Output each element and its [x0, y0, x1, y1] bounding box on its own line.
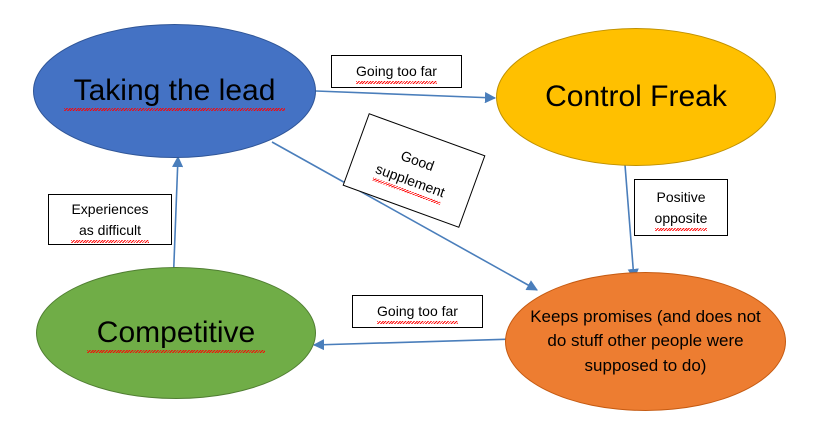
node-label-keeps-promises: Keeps promises (and does not do stuff ot…	[530, 306, 761, 375]
edge-label-experiences-as-difficult[interactable]: Experiences as difficult	[48, 194, 172, 245]
node-competitive[interactable]: Competitive	[36, 267, 316, 399]
edge-label-text: Going too far	[356, 61, 437, 84]
edge-label-going-too-far-bottom[interactable]: Going too far	[352, 295, 483, 328]
edge-label-text: Experiences as difficult	[71, 199, 149, 243]
edge-label-good-supplement[interactable]: Good supplement	[342, 113, 486, 228]
node-label-competitive: Competitive	[86, 315, 266, 354]
edge-label-positive-opposite[interactable]: Positive opposite	[634, 179, 728, 236]
node-control-freak[interactable]: Control Freak	[496, 28, 776, 166]
node-taking-the-lead[interactable]: Taking the lead	[33, 24, 316, 158]
edge-label-text: Going too far	[377, 301, 458, 324]
node-label-control-freak: Control Freak	[545, 80, 727, 114]
node-keeps-promises[interactable]: Keeps promises (and does not do stuff ot…	[505, 272, 786, 411]
edge-freak-to-keeps	[624, 164, 639, 281]
node-label-taking-the-lead: Taking the lead	[63, 73, 286, 112]
edge-label-text: Positive opposite	[654, 187, 707, 231]
edge-label-going-too-far-top[interactable]: Going too far	[331, 55, 462, 88]
edge-label-text: Good supplement	[373, 138, 455, 202]
edge-lead-to-freak	[315, 90, 497, 104]
